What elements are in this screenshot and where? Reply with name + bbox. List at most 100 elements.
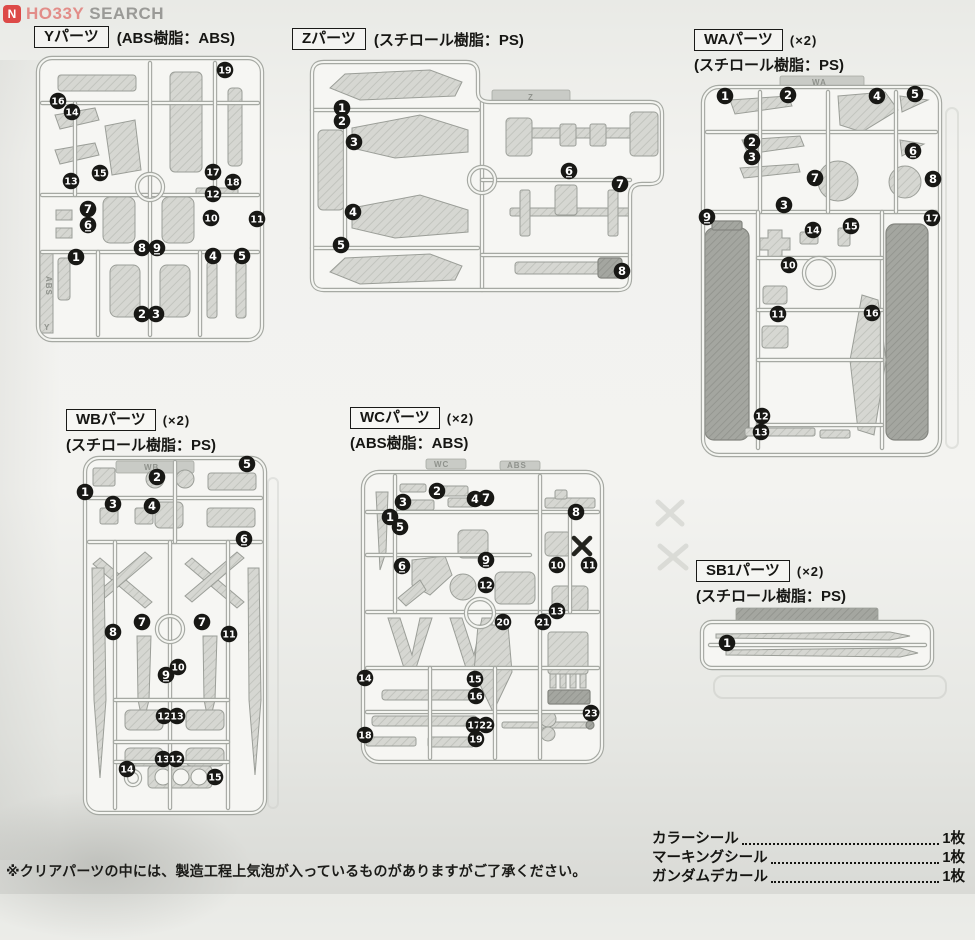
runner-WA-parts bbox=[704, 91, 930, 441]
svg-text:6: 6 bbox=[398, 559, 406, 573]
runner-SB1-multiplier: (×2) bbox=[796, 563, 825, 579]
accessory-count: 1枚 bbox=[942, 831, 965, 847]
runner-WA-label-box: WAパーツ bbox=[694, 29, 783, 51]
svg-text:7: 7 bbox=[482, 491, 490, 505]
svg-text:4: 4 bbox=[471, 492, 479, 506]
accessory-label: マーキングシール bbox=[652, 850, 768, 866]
svg-text:8: 8 bbox=[138, 241, 146, 255]
runner-WC-material: (ABS樹脂：ABS) bbox=[350, 435, 469, 452]
part-marker-WA-11: 11 bbox=[769, 305, 787, 323]
svg-text:16: 16 bbox=[469, 691, 483, 702]
part-marker-Y-16: 16 bbox=[49, 92, 67, 110]
part-marker-Z-5: 5 bbox=[332, 236, 350, 254]
part-marker-Y-11: 11 bbox=[248, 210, 266, 228]
svg-text:3: 3 bbox=[780, 198, 788, 212]
part-marker-WC-7: 7 bbox=[477, 489, 495, 507]
svg-text:7: 7 bbox=[84, 202, 92, 216]
svg-text:8: 8 bbox=[109, 625, 117, 639]
part-marker-Y-18: 18 bbox=[224, 173, 242, 191]
part-marker-WC-8: 8 bbox=[567, 503, 585, 521]
runner-SB1-label-box: SB1パーツ bbox=[696, 560, 790, 582]
part-marker-WB-5: 5 bbox=[238, 455, 256, 473]
svg-text:1: 1 bbox=[338, 101, 346, 115]
runner-SB1-diagram: 1 bbox=[699, 607, 935, 671]
runner-Y-edge-tag: ABS bbox=[44, 276, 53, 296]
part-marker-WB-7: 7 bbox=[133, 613, 151, 631]
runner-WB-label-box: WBパーツ bbox=[66, 409, 156, 431]
part-marker-Z-1: 1 bbox=[333, 99, 351, 117]
part-marker-WC-11: 11 bbox=[580, 556, 598, 574]
svg-text:22: 22 bbox=[479, 720, 492, 731]
part-marker-Z-2: 2 bbox=[333, 112, 351, 130]
part-marker-WA-14: 14 bbox=[804, 221, 822, 239]
part-marker-WB-15: 15 bbox=[206, 768, 224, 786]
runner-Y-label-box: Yパーツ bbox=[34, 26, 109, 48]
svg-text:14: 14 bbox=[65, 107, 79, 118]
accessory-count: 1枚 bbox=[942, 850, 965, 866]
part-marker-WA-12: 12 bbox=[753, 407, 771, 425]
runner-WA-frame bbox=[700, 84, 943, 458]
clear-parts-footnote: ※クリアパーツの中には、製造工程上気泡が入っているものがありますがご了承ください… bbox=[6, 863, 587, 879]
part-marker-WB-10: 10 bbox=[169, 658, 187, 676]
part-marker-WB-2: 2 bbox=[148, 468, 166, 486]
part-marker-WA-2: 2 bbox=[743, 133, 761, 151]
part-marker-WA-6: 6 bbox=[904, 142, 922, 160]
part-marker-Y-17: 17 bbox=[204, 163, 222, 181]
part-marker-Z-3: 3 bbox=[345, 133, 363, 151]
part-marker-Y-1: 1 bbox=[67, 248, 85, 266]
part-marker-Y-8: 8 bbox=[133, 239, 151, 257]
part-marker-WA-7: 7 bbox=[806, 169, 824, 187]
svg-text:18: 18 bbox=[358, 730, 372, 741]
part-marker-Y-6: 6 bbox=[79, 216, 97, 234]
svg-text:10: 10 bbox=[171, 662, 185, 673]
brand-hobby-text: HO33Y bbox=[26, 4, 85, 23]
part-marker-WB-7: 7 bbox=[193, 613, 211, 631]
runner-WB-material: (スチロール樹脂：PS) bbox=[66, 437, 217, 454]
part-marker-WA-10: 10 bbox=[780, 256, 798, 274]
part-marker-Y-13: 13 bbox=[62, 172, 80, 190]
svg-text:6: 6 bbox=[565, 164, 573, 178]
part-marker-WC-2: 2 bbox=[428, 482, 446, 500]
svg-text:3: 3 bbox=[109, 497, 117, 511]
accessory-row-color-seal: カラーシール 1枚 bbox=[652, 829, 965, 848]
part-marker-Y-2: 2 bbox=[133, 305, 151, 323]
runner-WB-label: WBパーツ (×2) (スチロール樹脂：PS) bbox=[66, 409, 216, 455]
part-marker-WB-13: 13 bbox=[154, 750, 172, 768]
part-marker-WB-13: 13 bbox=[168, 707, 186, 725]
part-marker-WA-3: 3 bbox=[743, 148, 761, 166]
svg-text:9: 9 bbox=[703, 210, 711, 224]
svg-text:14: 14 bbox=[806, 225, 820, 236]
svg-text:17: 17 bbox=[925, 213, 938, 224]
part-marker-WC-17: 17 bbox=[465, 716, 483, 734]
part-marker-WA-3: 3 bbox=[775, 196, 793, 214]
svg-text:9: 9 bbox=[153, 241, 161, 255]
svg-text:4: 4 bbox=[873, 89, 881, 103]
part-marker-Y-15: 15 bbox=[91, 164, 109, 182]
svg-text:5: 5 bbox=[243, 457, 251, 471]
svg-text:17: 17 bbox=[467, 720, 480, 731]
runner-WC-label: WCパーツ (×2) (ABS樹脂：ABS) bbox=[350, 407, 474, 453]
part-marker-WA-8: 8 bbox=[924, 170, 942, 188]
part-marker-WB-12: 12 bbox=[155, 707, 173, 725]
part-marker-WC-12: 12 bbox=[477, 576, 495, 594]
svg-text:14: 14 bbox=[358, 673, 372, 684]
part-marker-WC-23: 23 bbox=[582, 704, 600, 722]
part-marker-Y-12: 12 bbox=[204, 185, 222, 203]
svg-text:11: 11 bbox=[771, 309, 784, 320]
runner-Z-parts bbox=[317, 69, 659, 285]
svg-text:3: 3 bbox=[748, 150, 756, 164]
runner-WA-multiplier: (×2) bbox=[789, 32, 818, 48]
svg-text:4: 4 bbox=[148, 499, 156, 513]
runner-Z-material: (スチロール樹脂：PS) bbox=[373, 31, 524, 49]
runner-Y-material: (ABS樹脂：ABS) bbox=[116, 29, 236, 47]
